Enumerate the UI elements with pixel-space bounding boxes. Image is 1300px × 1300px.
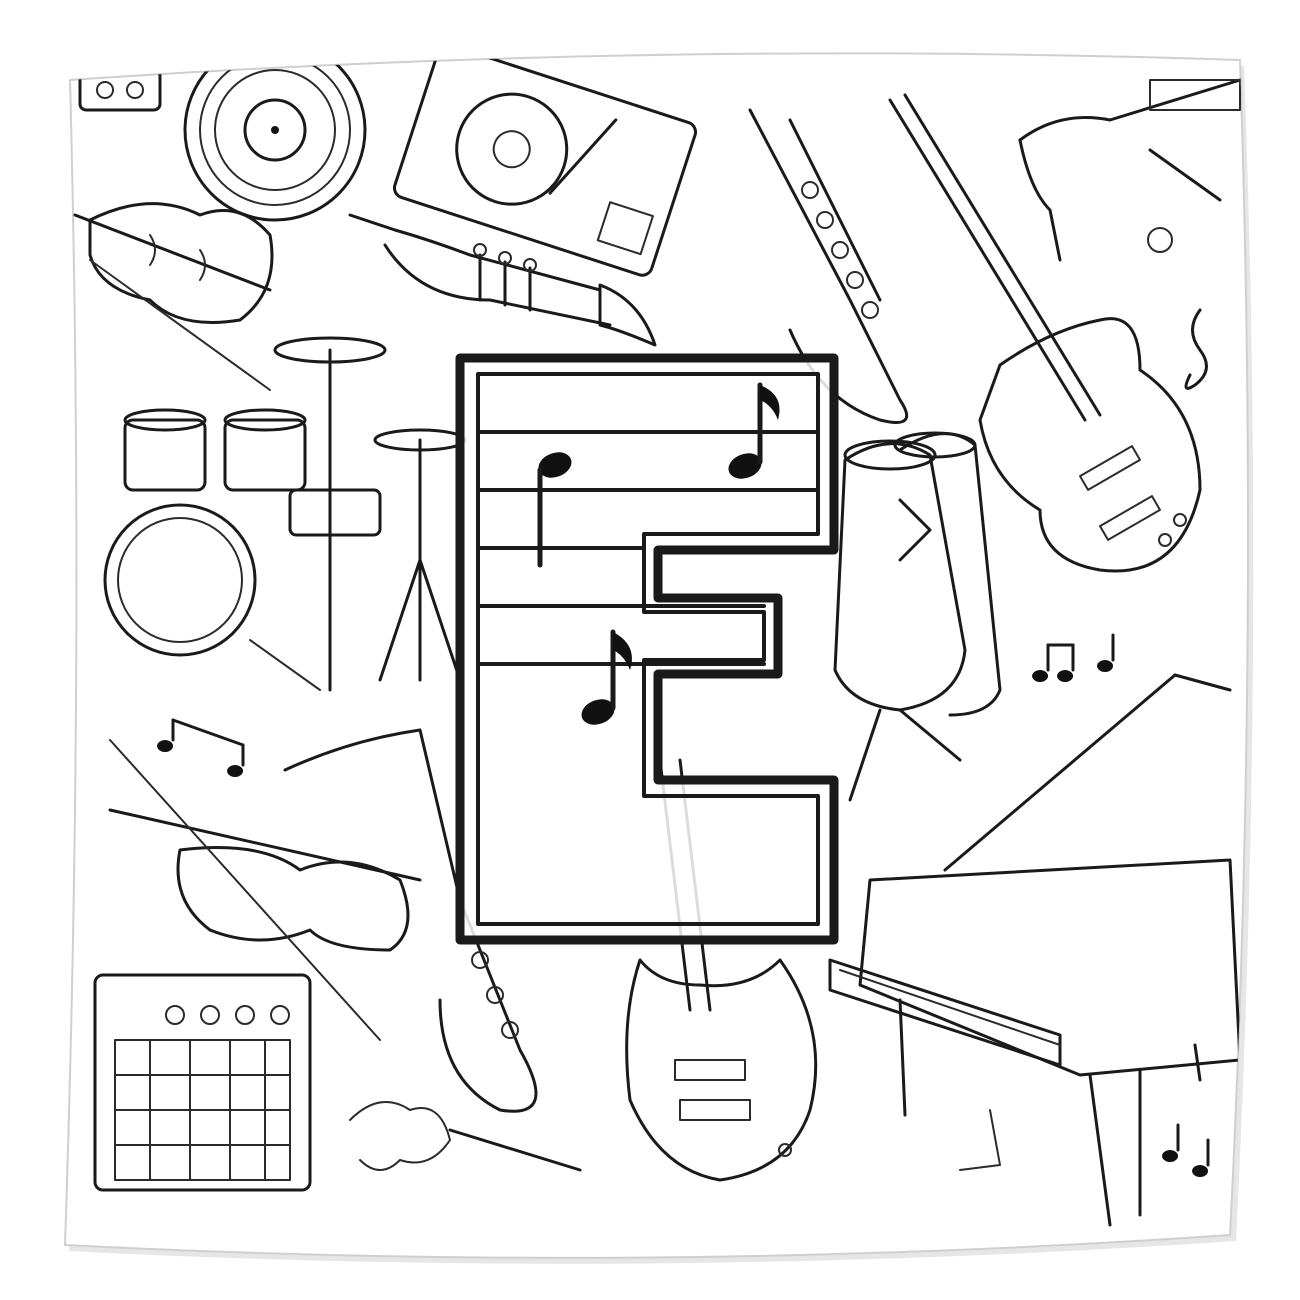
conga-drums-drawing: [833, 431, 1002, 802]
violin-lower-drawing: [108, 739, 422, 1041]
music-notes-decoration: [157, 633, 1210, 1177]
monogram-music-notes: [537, 382, 780, 725]
turntable-drawing: [392, 53, 698, 277]
drum-kit-drawing: [103, 336, 467, 692]
trumpet-drawing: [348, 213, 657, 347]
saxophone-lower-drawing: [283, 728, 538, 1113]
electric-guitar-drawing: [888, 93, 1202, 573]
treble-clef-decoration: [1184, 308, 1208, 390]
microphone-cable-drawing: [349, 1101, 582, 1172]
grand-piano-drawing: [828, 673, 1242, 1227]
amplifier-drawing: [93, 973, 312, 1192]
violin-drawing: [73, 202, 274, 391]
saxophone-small-drawing: [1018, 78, 1242, 262]
monogram-letter-e: [455, 353, 839, 945]
